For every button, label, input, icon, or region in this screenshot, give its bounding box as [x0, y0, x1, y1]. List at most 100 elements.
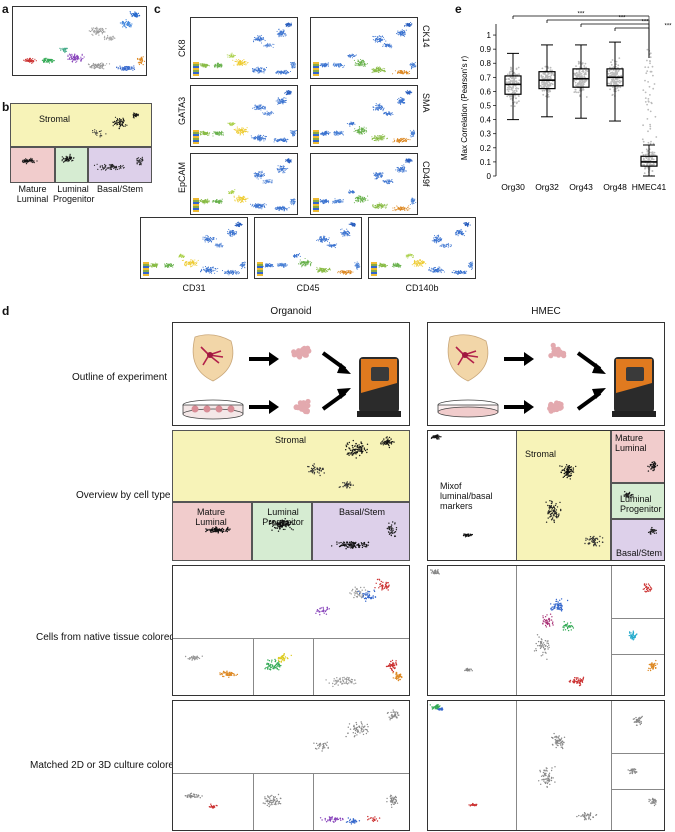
chart-e-point: [547, 72, 550, 75]
chart-e-point: [576, 83, 579, 86]
marker-plot: [310, 17, 418, 79]
chart-e-xtick-label: Org32: [535, 182, 559, 192]
color-scale-legend: [313, 62, 319, 76]
chart-e-point: [649, 52, 652, 55]
chart-e-point: [543, 89, 546, 92]
chart-e-point: [508, 78, 511, 81]
chart-e-point: [609, 88, 611, 91]
chart-e-point: [583, 65, 586, 67]
chart-e-point: [549, 69, 552, 72]
chart-e-point: [583, 75, 586, 78]
chart-e-point: [649, 127, 652, 130]
overview-hmec-basal-stem-label: Basal/Stem: [616, 548, 663, 558]
panel-label-d: d: [2, 304, 10, 318]
chart-e-point: [551, 69, 553, 72]
chart-e-point: [541, 77, 544, 80]
chart-e-point: [649, 151, 651, 154]
chart-e-point: [644, 101, 647, 103]
chart-e-point: [510, 67, 513, 70]
chart-e-point: [616, 73, 618, 76]
chart-e-point: [653, 163, 655, 166]
chart-e-point: [611, 71, 614, 74]
chart-e-point: [614, 72, 617, 74]
chart-e-point: [544, 82, 547, 84]
row-label-native-tissue: Cells from native tissue colored: [36, 632, 175, 643]
chart-e-point: [578, 70, 581, 73]
chart-e-sig-label: ***: [641, 20, 649, 26]
panel-b-stromal-label: Stromal: [39, 114, 71, 124]
outline-hmec-drawing: [437, 334, 656, 418]
chart-e-point: [541, 80, 544, 83]
marker-scatter: [319, 158, 417, 212]
row-label-matched-culture: Matched 2D or 3D culture colored: [30, 760, 180, 771]
chart-e-point: [549, 75, 552, 78]
color-scale-legend: [257, 262, 263, 276]
panel-b-basal-stem-label: Basal/Stem: [96, 184, 144, 194]
chart-e-point: [547, 95, 550, 98]
chart-e-point: [619, 81, 621, 84]
marker-scatter: [149, 221, 246, 276]
arrow-diagonal-icon: [576, 351, 606, 411]
chart-e-point: [582, 71, 585, 73]
overview-hmec-luminal-progenitor-region: Luminal Progenitor: [611, 483, 664, 519]
chart-e-point: [575, 84, 577, 87]
chart-e-point: [577, 91, 580, 94]
chart-e-point: [585, 69, 587, 72]
chart-e-point: [515, 81, 518, 84]
chart-e-point: [515, 87, 518, 89]
chart-e-point: [646, 150, 649, 153]
chart-e-point: [585, 66, 587, 69]
overview-hmec-mature-luminal-region: Mature Luminal: [611, 431, 664, 483]
chart-e-point: [513, 90, 516, 92]
chart-e-point: [509, 76, 512, 79]
chart-e-point: [508, 88, 511, 90]
overview-org-stromal-label: Stromal: [275, 435, 307, 445]
marker-plot: [310, 153, 418, 215]
chart-e-point: [646, 163, 649, 166]
overview-org-scatter: [205, 436, 398, 550]
chart-e-point: [649, 123, 651, 126]
chart-e-point: [651, 154, 654, 156]
culture-org-scatter: [184, 709, 400, 825]
chart-e-point: [506, 88, 509, 91]
panel-a-plot: [12, 6, 147, 76]
chart-e-point: [544, 85, 547, 87]
chart-e-point: [651, 170, 654, 173]
chart-e-point: [585, 79, 588, 82]
chart-e-sig-label: ***: [577, 12, 585, 18]
chart-e-point: [578, 62, 580, 65]
panel-a-scatter: [23, 11, 146, 71]
col-header-hmec: HMEC: [531, 306, 561, 317]
chart-e-point: [547, 80, 550, 83]
chart-e-point: [513, 101, 516, 104]
chart-e-point: [610, 81, 612, 83]
chart-e-point: [512, 80, 514, 82]
panel-label-e: e: [455, 2, 462, 16]
chart-e-point: [544, 73, 546, 76]
chart-e-point: [585, 96, 588, 98]
arrow-right-icon: [504, 352, 534, 414]
overview-hmec-mix-label: Mixof luminal/basal markers: [440, 481, 493, 511]
chart-e-xtick-label: Org30: [501, 182, 525, 192]
panel-b-mature-luminal-region: [10, 147, 55, 183]
chart-e-point: [511, 89, 514, 91]
chart-e-point: [644, 66, 647, 68]
marker-plot: [190, 17, 298, 79]
chart-e-point: [609, 72, 612, 75]
chart-e-ylabel: Max Correlation (Pearson's r): [460, 56, 469, 161]
chart-e-point: [580, 73, 583, 75]
chart-e-point: [511, 91, 514, 94]
marker-plot: [254, 217, 362, 279]
culture-dish-2d-icon: [437, 399, 499, 418]
chart-e-point: [655, 136, 658, 138]
single-cells-icon: [547, 342, 567, 414]
chart-e-point: [540, 74, 543, 77]
chart-e-point: [573, 72, 576, 75]
chart-e-point: [584, 80, 586, 83]
chart-e-point: [610, 64, 613, 66]
chart-e-point: [647, 141, 650, 144]
chart-e-xtick-label: HMEC41: [632, 182, 667, 192]
chart-e-point: [574, 81, 577, 84]
chart-e-point: [513, 105, 516, 108]
chart-e-point: [508, 72, 511, 74]
